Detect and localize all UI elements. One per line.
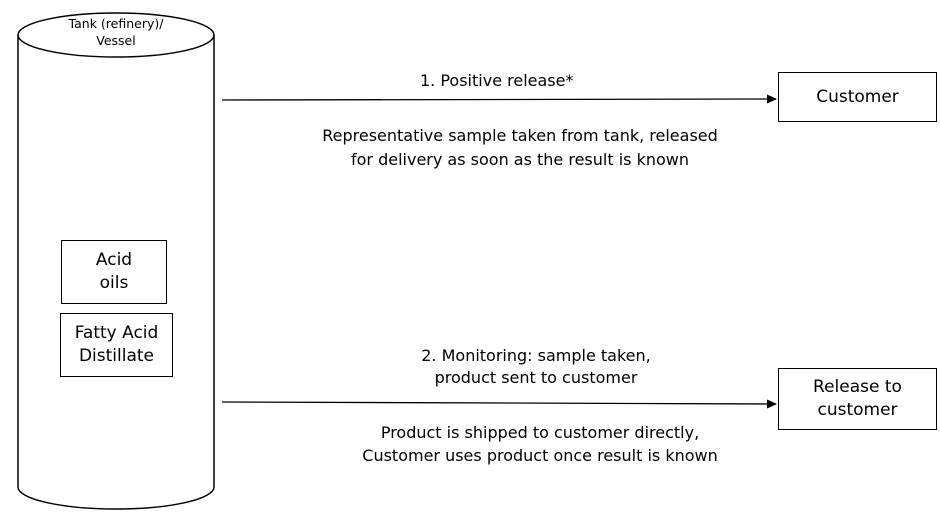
tank-label-line2: Vessel [96,32,136,48]
tank-top [17,12,215,58]
acid-oils-line2: oils [99,273,129,293]
tank-label: Tank (refinery)/ Vessel [69,16,164,50]
route2-arrow [221,399,777,409]
fad-line2: Distillate [78,346,155,366]
route2-title-line2: product sent to customer [434,368,638,388]
route1-arrow [221,94,777,104]
release-line1: Release to [813,377,902,398]
fad-line1: Fatty Acid [74,323,159,344]
fatty-acid-distillate-box: Fatty Acid Distillate [60,313,173,377]
route1-desc-line2: for delivery as soon as the result is kn… [351,150,689,169]
route2-desc-line1: Product is shipped to customer directly, [380,423,700,442]
route1-description: Representative sample taken from tank, r… [322,124,718,172]
route2-description: Product is shipped to customer directly,… [362,421,717,467]
route2-title-line1: 2. Monitoring: sample taken, [421,346,651,365]
route1-title: 1. Positive release* [420,71,574,90]
route2-desc-line2: Customer uses product once result is kno… [362,446,718,466]
customer-label: Customer [816,86,899,107]
release-to-customer-box: Release to customer [778,368,937,430]
route1-desc-line1: Representative sample taken from tank, r… [322,126,718,145]
release-line2: customer [817,400,898,420]
acid-oils-box: Acid oils [61,240,167,304]
route2-title: 2. Monitoring: sample taken, product sen… [421,345,651,390]
tank-label-line1: Tank (refinery)/ [68,16,164,31]
acid-oils-line1: Acid [95,250,133,271]
customer-box: Customer [778,72,937,122]
